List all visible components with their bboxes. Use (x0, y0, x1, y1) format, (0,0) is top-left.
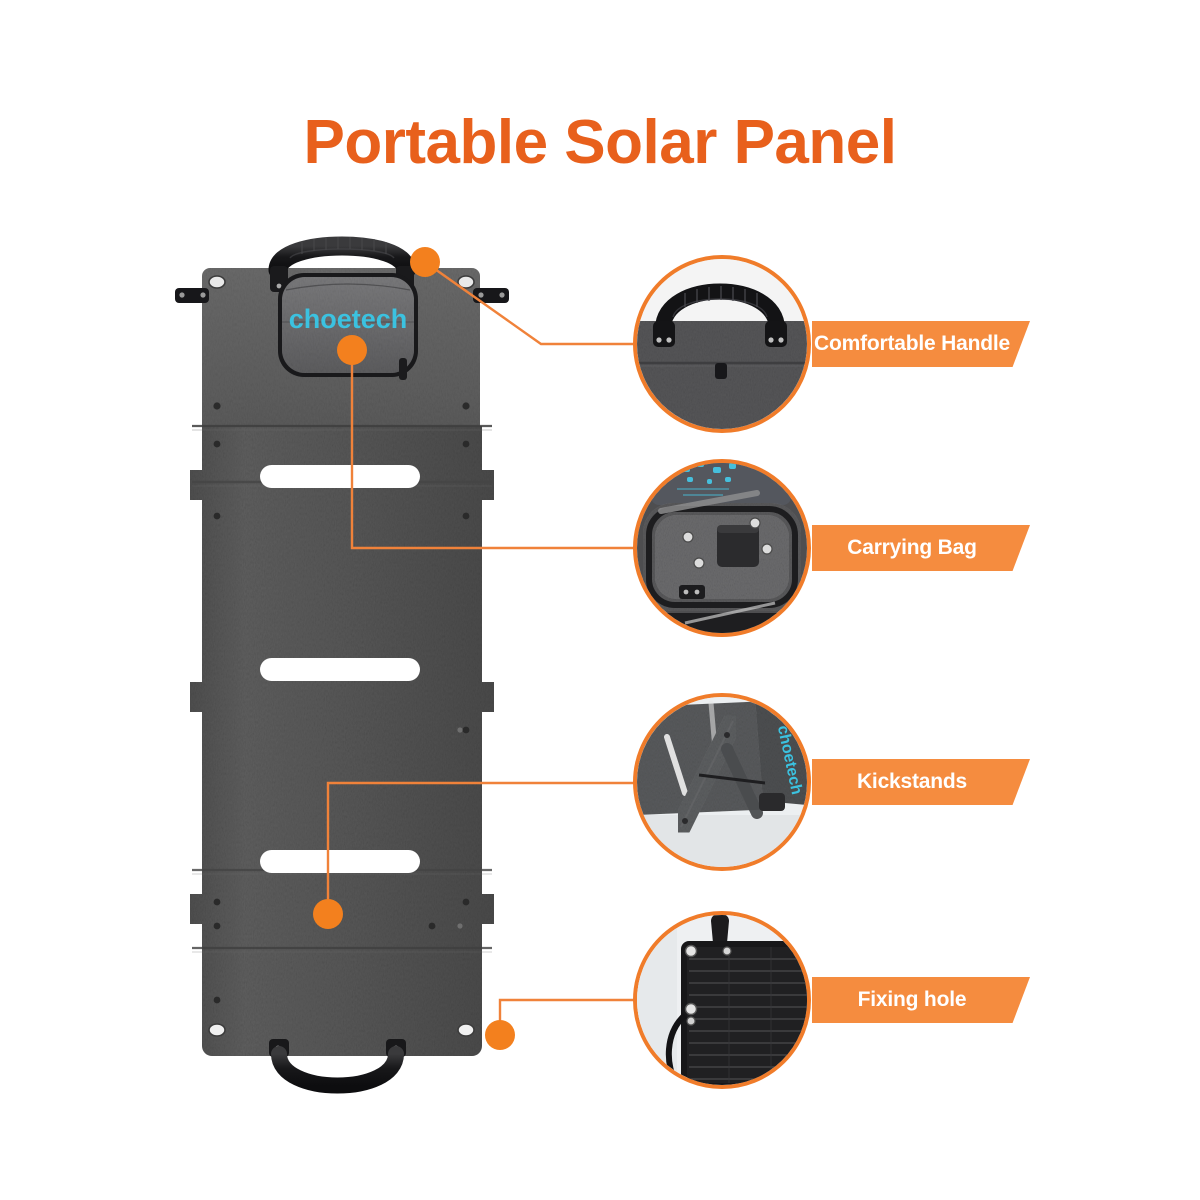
fixing-hole-eyelet-left (208, 1023, 226, 1037)
fixing-hole-eyelet (684, 1002, 698, 1016)
callout-label-text: Fixing hole (857, 988, 967, 1011)
carrying-pouch: choetech (278, 273, 418, 380)
detail-image-carrying-bag (633, 459, 811, 637)
bottom-handle-icon (269, 1039, 406, 1094)
detail-image-kickstands: choetech (633, 693, 811, 871)
page-title: Portable Solar Panel (303, 108, 898, 177)
callout-label-text: Kickstands (856, 770, 968, 793)
callout-label-fixing-hole: Fixing hole (812, 977, 1030, 1023)
callout-label-comfortable-handle: Comfortable Handle (812, 321, 1030, 367)
callout-label-carrying-bag: Carrying Bag (812, 525, 1030, 571)
product-image: choetech (170, 230, 570, 1110)
panel-body (190, 424, 494, 1056)
callout-label-kickstands: Kickstands (812, 759, 1030, 805)
callout-label-text: Comfortable Handle (814, 332, 1010, 355)
fixing-hole-eyelet (684, 944, 698, 958)
product-illustration: choetech (175, 236, 509, 1094)
brand-logo-text: choetech (289, 304, 408, 334)
side-strap-left (175, 288, 209, 303)
fixing-hole-eyelet-right (457, 1023, 475, 1037)
callout-label-text: Carrying Bag (847, 536, 977, 559)
detail-image-fixing-hole (633, 911, 811, 1089)
detail-image-comfortable-handle (633, 255, 811, 433)
side-strap-right (473, 288, 509, 303)
